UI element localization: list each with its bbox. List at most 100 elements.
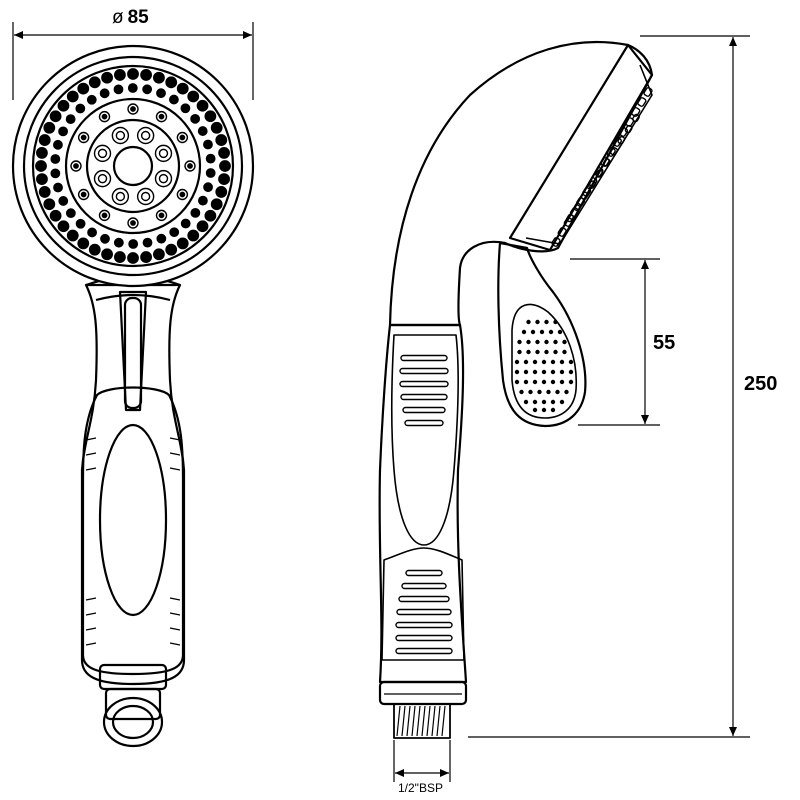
outer-nozzle xyxy=(153,71,165,84)
middle-nozzle-core xyxy=(80,191,87,198)
outer-nozzle xyxy=(57,220,70,233)
grip-rib xyxy=(402,406,446,414)
side-spray-trigger-inner xyxy=(511,303,578,419)
side-nozzle-tooth xyxy=(631,107,641,117)
outer-inner-nozzle xyxy=(99,88,110,99)
middle-nozzle-core xyxy=(158,113,165,120)
spray-ring-middle xyxy=(64,97,202,235)
trigger-dot xyxy=(532,379,538,385)
trigger-dot xyxy=(544,339,549,345)
trigger-dot xyxy=(523,399,529,405)
spray-face-height-label: 55 xyxy=(653,332,676,354)
outer-inner-nozzle xyxy=(180,103,191,114)
outer-inner-nozzle xyxy=(205,168,216,178)
handle-grip-outline xyxy=(81,386,185,676)
middle-nozzle-core xyxy=(101,113,108,120)
handle-oval-recess xyxy=(98,423,168,617)
outer-nozzle xyxy=(35,160,47,172)
grip-rib xyxy=(400,393,448,401)
trigger-dot xyxy=(514,359,520,365)
outer-inner-nozzle xyxy=(53,182,63,193)
side-nozzle-tooth-inner xyxy=(632,113,640,123)
diameter-value: 85 xyxy=(127,7,149,28)
trigger-dot xyxy=(541,369,547,375)
spray-face-outer xyxy=(31,64,235,268)
side-grip-ribs xyxy=(395,354,453,655)
side-nozzle-pattern xyxy=(551,87,653,247)
outer-inner-nozzle xyxy=(58,196,69,206)
trigger-dot xyxy=(523,359,529,365)
side-connector-collar xyxy=(378,680,468,706)
outer-nozzle xyxy=(101,248,113,261)
outer-nozzle xyxy=(101,71,113,84)
thread-line xyxy=(431,705,436,737)
outer-inner-nozzle xyxy=(190,207,201,218)
side-nozzle-tooth-inner xyxy=(624,124,633,134)
outer-inner-nozzle xyxy=(127,83,138,93)
middle-nozzle-core xyxy=(158,212,165,219)
middle-nozzle-core xyxy=(101,212,108,219)
outer-nozzle xyxy=(176,237,189,250)
handle-grip-ribs-left xyxy=(85,437,97,646)
outer-inner-nozzle xyxy=(75,218,86,229)
side-head-face xyxy=(508,43,654,252)
outer-nozzle xyxy=(114,251,126,263)
outer-nozzle xyxy=(218,147,230,159)
outer-nozzle xyxy=(49,110,62,123)
trigger-dot xyxy=(553,319,558,325)
overall-length-label: 250 xyxy=(744,373,778,395)
diameter-dimension xyxy=(12,22,254,100)
trigger-dot xyxy=(541,359,547,365)
side-nozzle-tooth xyxy=(637,97,647,107)
thread-line xyxy=(426,705,431,737)
trigger-dot xyxy=(564,389,569,395)
thread-size-label: 1/2"BSP xyxy=(398,781,443,795)
outer-inner-nozzle xyxy=(50,168,61,179)
trigger-dot xyxy=(548,329,554,335)
middle-nozzle-core xyxy=(187,163,193,169)
trigger-dot xyxy=(517,339,522,345)
outer-nozzle xyxy=(88,76,101,89)
side-nozzle-tooth-inner xyxy=(573,202,582,212)
outer-inner-nozzle xyxy=(87,227,97,238)
outer-nozzle xyxy=(215,186,228,198)
thread-line xyxy=(401,705,406,737)
side-handle-outline xyxy=(378,323,468,684)
side-nozzle-tooth-inner xyxy=(566,213,574,223)
grip-rib xyxy=(396,608,452,616)
side-view xyxy=(378,40,654,739)
outer-nozzle xyxy=(88,243,101,256)
outer-inner-nozzle xyxy=(50,154,61,164)
outer-nozzle xyxy=(210,121,223,134)
side-handle-grip-lower xyxy=(381,547,465,661)
outer-nozzle xyxy=(210,198,223,211)
outer-inner-nozzle xyxy=(128,239,139,249)
grip-rib xyxy=(395,647,453,655)
trigger-dot xyxy=(532,399,538,405)
thread-line xyxy=(421,705,426,737)
hose-connector-opening-inner xyxy=(111,704,155,740)
outer-nozzle xyxy=(114,69,126,81)
inner-nozzle-core xyxy=(140,191,151,202)
outer-nozzle xyxy=(43,198,56,211)
outer-nozzle xyxy=(204,209,217,222)
diameter-symbol-icon: ø xyxy=(112,7,124,28)
side-nozzle-tooth xyxy=(563,217,573,227)
outer-inner-nozzle xyxy=(169,227,180,238)
outer-inner-nozzle xyxy=(197,126,208,136)
trigger-dot xyxy=(553,349,558,355)
trigger-dot xyxy=(523,379,529,385)
grip-rib xyxy=(401,582,447,590)
front-view xyxy=(11,44,255,748)
handle-grip-ribs-right xyxy=(169,437,181,646)
hose-connector-collar xyxy=(98,663,168,691)
thread-line xyxy=(436,705,441,737)
outer-nozzle xyxy=(218,173,230,185)
outer-inner-nozzle xyxy=(203,139,213,150)
trigger-dot xyxy=(541,399,547,405)
outer-nozzle xyxy=(127,68,139,80)
trigger-dot xyxy=(535,319,540,325)
outer-inner-nozzle xyxy=(205,153,216,164)
trigger-dot xyxy=(519,389,524,395)
